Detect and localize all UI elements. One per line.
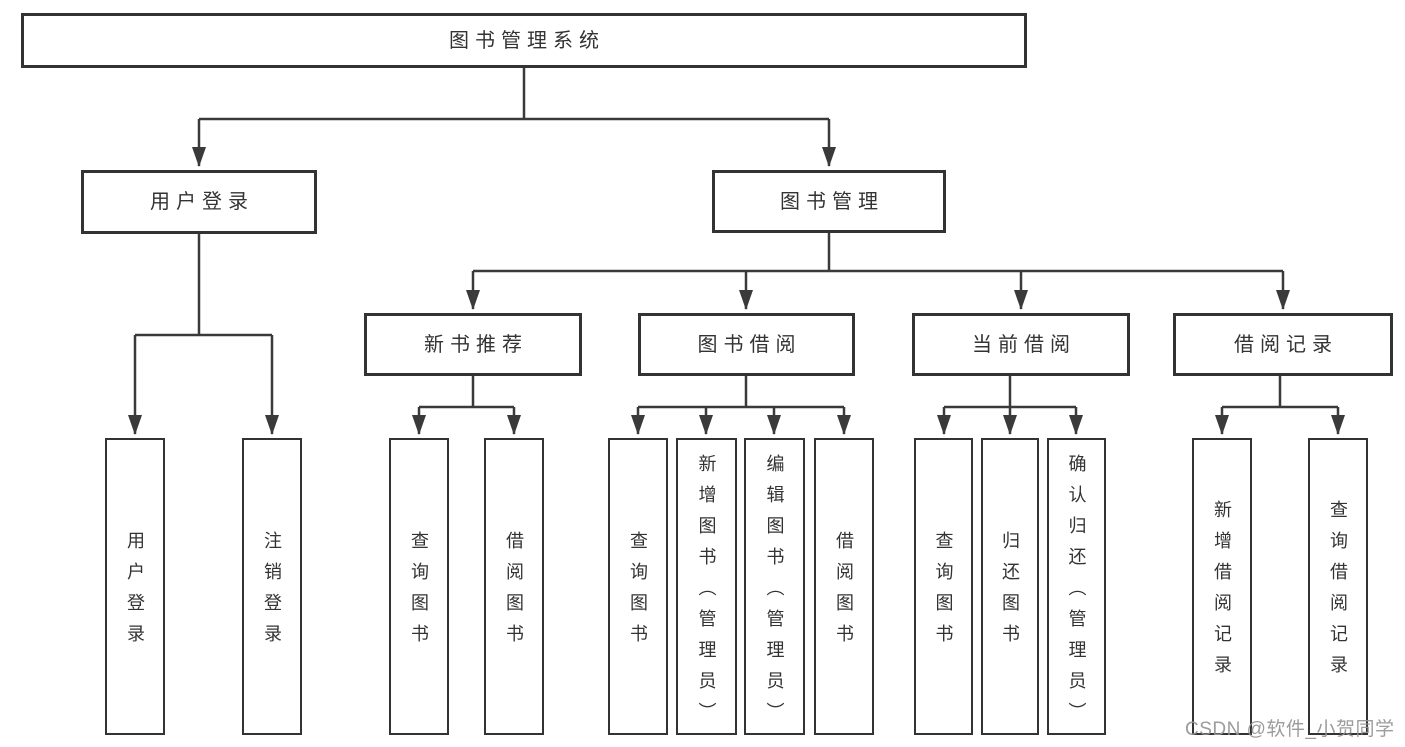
leaf-query-borrow-record: 查询借阅记录 [1308,438,1368,735]
leaf-label: 新增借阅记录 [1212,500,1232,686]
leaf-label: 归还图书 [1000,531,1020,655]
leaf-label: 注销登录 [262,531,282,655]
node-user-login-branch: 用户登录 [81,170,317,234]
leaf-label: 查询图书 [628,531,648,655]
leaf-label: 确认归还（管理员） [1066,453,1087,733]
node-label: 图书管理 [780,190,884,213]
leaf-label: 查询借阅记录 [1328,500,1348,686]
node-book-management: 图书管理 [712,170,946,233]
node-label: 当前借阅 [972,333,1076,356]
node-label: 借阅记录 [1234,333,1338,356]
leaf-edit-book-admin: 编辑图书（管理员） [744,438,805,735]
node-label: 图书借阅 [697,333,802,356]
node-borrow-records: 借阅记录 [1173,313,1393,376]
leaf-label: 查询图书 [409,531,429,655]
leaf-query-book-recommend: 查询图书 [389,438,449,735]
leaf-user-login: 用户登录 [105,438,165,735]
leaf-add-book-admin: 新增图书（管理员） [676,438,737,735]
watermark: CSDN @软件_小贺同学 [1185,719,1395,740]
leaf-label: 借阅图书 [834,531,854,655]
leaf-query-book-borrow: 查询图书 [608,438,668,735]
leaf-label: 新增图书（管理员） [696,453,717,733]
leaf-label: 编辑图书（管理员） [764,453,785,733]
leaf-confirm-return-admin: 确认归还（管理员） [1047,438,1106,735]
node-root-system: 图书管理系统 [21,13,1027,68]
node-label: 新书推荐 [424,333,528,356]
leaf-label: 用户登录 [125,531,145,655]
leaf-borrow-book-recommend: 借阅图书 [484,438,544,735]
leaf-borrow-book: 借阅图书 [814,438,874,735]
leaf-label: 借阅图书 [504,531,524,655]
node-root-label: 图书管理系统 [449,29,605,52]
node-book-borrow: 图书借阅 [638,313,855,376]
node-new-book-recommend: 新书推荐 [364,313,582,376]
leaf-return-book: 归还图书 [981,438,1039,735]
leaf-logout: 注销登录 [242,438,302,735]
leaf-label: 查询图书 [933,531,954,655]
leaf-add-borrow-record: 新增借阅记录 [1192,438,1252,735]
leaf-query-book-current: 查询图书 [914,438,973,735]
node-current-borrow: 当前借阅 [912,313,1130,376]
node-label: 用户登录 [150,191,254,213]
